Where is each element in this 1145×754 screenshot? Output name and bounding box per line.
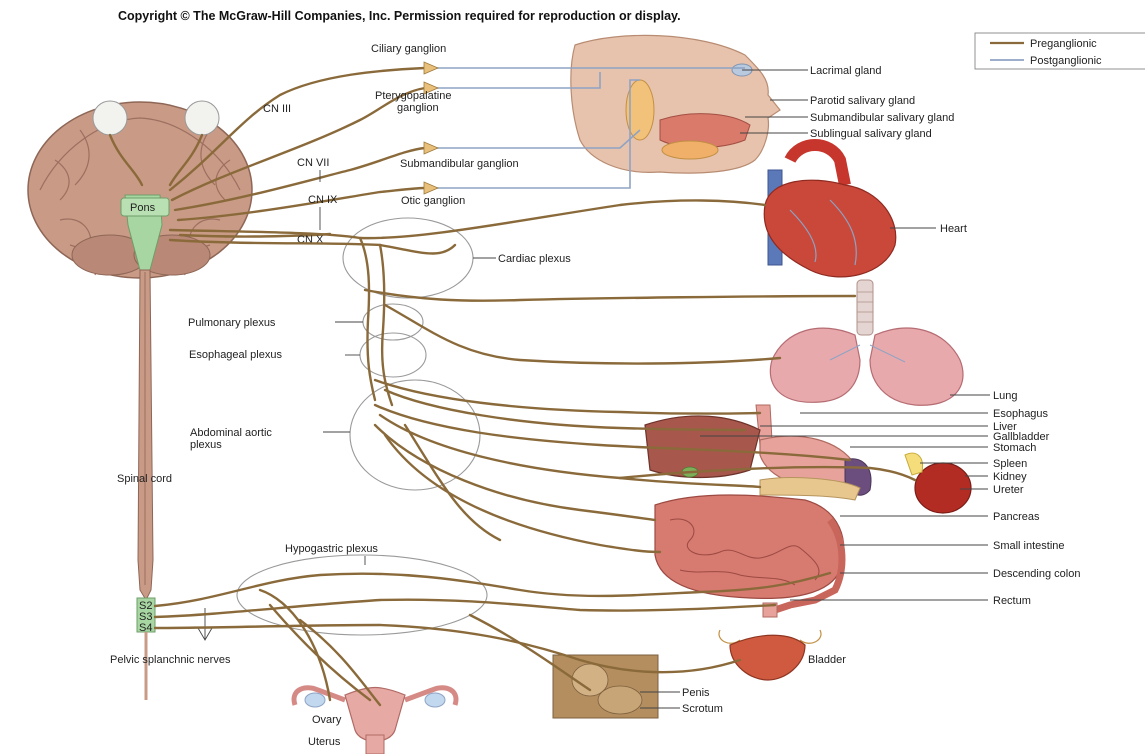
abdominal-aortic-plexus-label-2: plexus [190, 439, 222, 451]
ganglia-markers [424, 62, 438, 194]
spinal-cord [137, 270, 155, 700]
cn7-label: CN VII [297, 157, 329, 169]
legend-postganglionic-label: Postganglionic [1030, 55, 1102, 67]
abdominal-aortic-plexus-label-1: Abdominal aortic [190, 427, 272, 439]
copyright-notice: Copyright © The McGraw-Hill Companies, I… [118, 9, 681, 23]
lacrimal-label: Lacrimal gland [810, 65, 882, 77]
parotid-label: Parotid salivary gland [810, 95, 915, 107]
legend: Preganglionic Postganglionic [975, 33, 1145, 69]
descending-colon-label: Descending colon [993, 568, 1080, 580]
esophageal-plexus-label: Esophageal plexus [189, 349, 282, 361]
kidney-label: Kidney [993, 471, 1027, 483]
spleen-label: Spleen [993, 458, 1027, 470]
head-illustration [571, 35, 780, 173]
hypogastric-plexus-label: Hypogastric plexus [285, 543, 378, 555]
heart-label: Heart [940, 223, 967, 235]
pancreas-label: Pancreas [993, 511, 1040, 523]
otic-ganglion-label: Otic ganglion [401, 195, 465, 207]
legend-preganglionic-label: Preganglionic [1030, 38, 1097, 50]
spinal-cord-label: Spinal cord [117, 473, 172, 485]
ovary-label: Ovary [312, 714, 342, 726]
uterus-label: Uterus [308, 736, 341, 748]
s4-label: S4 [139, 622, 152, 634]
bladder-illustration [719, 630, 821, 680]
penis-label: Penis [682, 687, 710, 699]
hypogastric-plexus-ring [237, 555, 487, 635]
esophagus-label: Esophagus [993, 408, 1049, 420]
sublingual-label: Sublingual salivary gland [810, 128, 932, 140]
lung-label: Lung [993, 390, 1017, 402]
pelvic-splanchnic-label: Pelvic splanchnic nerves [110, 654, 231, 666]
pterygopalatine-label-1: Pterygopalatine [375, 90, 451, 102]
submandibular-gland-label: Submandibular salivary gland [810, 112, 954, 124]
bladder-label: Bladder [808, 654, 846, 666]
cn9-label: CN IX [308, 194, 338, 206]
stomach-label: Stomach [993, 442, 1036, 454]
pulmonary-plexus-label: Pulmonary plexus [188, 317, 276, 329]
cn3-label: CN III [263, 103, 291, 115]
submandibular-ganglion-label: Submandibular ganglion [400, 158, 519, 170]
cardiac-plexus-label: Cardiac plexus [498, 253, 571, 265]
lungs-illustration [770, 280, 963, 405]
pons-label: Pons [130, 202, 156, 214]
ciliary-ganglion-label: Ciliary ganglion [371, 43, 446, 55]
pterygopalatine-label-2: ganglion [397, 102, 439, 114]
male-genitalia-illustration [553, 655, 658, 718]
scrotum-label: Scrotum [682, 703, 723, 715]
ureter-label: Ureter [993, 484, 1024, 496]
rectum-label: Rectum [993, 595, 1031, 607]
abdominal-organs [645, 405, 971, 617]
heart-illustration [764, 145, 896, 277]
small-intestine-label: Small intestine [993, 540, 1065, 552]
